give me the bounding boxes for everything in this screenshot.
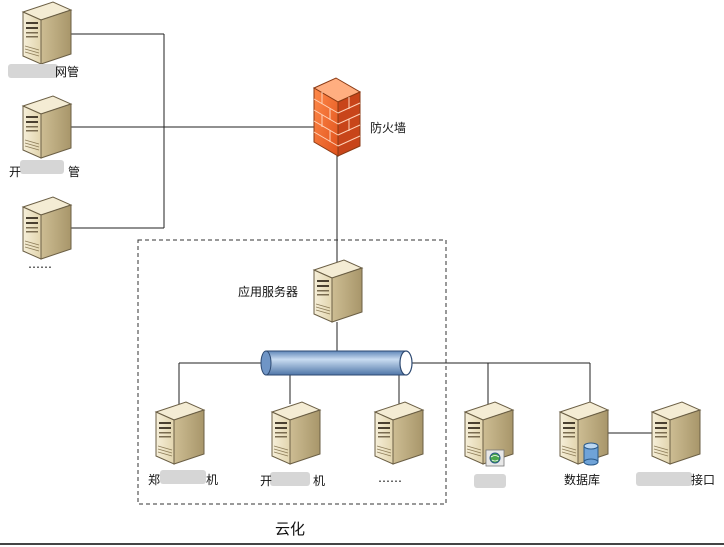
database-cylinder-icon [583,442,599,466]
vm-2-label: 开 [260,474,272,488]
netmgmt-server-3: …… [22,196,72,271]
redacted-label-mask [636,472,692,486]
netmgmt-1-label: 网管 [55,64,79,79]
vm-3-label: …… [378,471,402,485]
server-icon [313,259,363,323]
redacted-label-mask [20,160,64,174]
server-icon [22,95,72,159]
bus-pipe [260,350,413,376]
netmgmt-2-label: 开 [9,165,21,179]
server-icon [22,196,72,260]
interface-server-label: 接口 [691,472,715,487]
firewall-icon [312,77,362,157]
app-server-label: 应用服务器 [238,284,298,299]
server-icon [651,401,701,465]
firewall: 防火墙 [312,77,406,157]
web-server [464,401,514,488]
database-label: 数据库 [564,472,600,487]
cloud-group-boundary [137,239,447,505]
server-icon [22,1,72,65]
cloud-group-label: 云化 [275,520,305,538]
interface-server: 接口 [636,401,715,487]
database-server: 数据库 [559,401,609,487]
netmgmt-3-label: …… [28,257,52,271]
vm-1-label: 郑 [148,472,160,487]
app-server: 应用服务器 [238,259,363,323]
globe-icon [485,449,505,467]
server-icon [155,401,205,465]
vm-server-2: 开 机 [260,401,325,488]
vm-server-1: 郑 机 [148,401,218,487]
vm-server-3: …… [374,401,424,485]
redacted-label-mask [270,472,310,486]
vm-1-label-tail: 机 [206,473,218,487]
firewall-label: 防火墙 [370,120,406,135]
redacted-label-mask [160,470,206,484]
redacted-label-mask [8,64,58,78]
redacted-label-mask [474,474,506,488]
netmgmt-2-label-tail: 管 [68,164,80,179]
netmgmt-server-2: 开 管 [9,95,80,179]
netmgmt-server-1: 网管 [8,1,79,79]
server-icon [271,401,321,465]
vm-2-label-tail: 机 [313,474,325,488]
server-icon [374,401,424,465]
